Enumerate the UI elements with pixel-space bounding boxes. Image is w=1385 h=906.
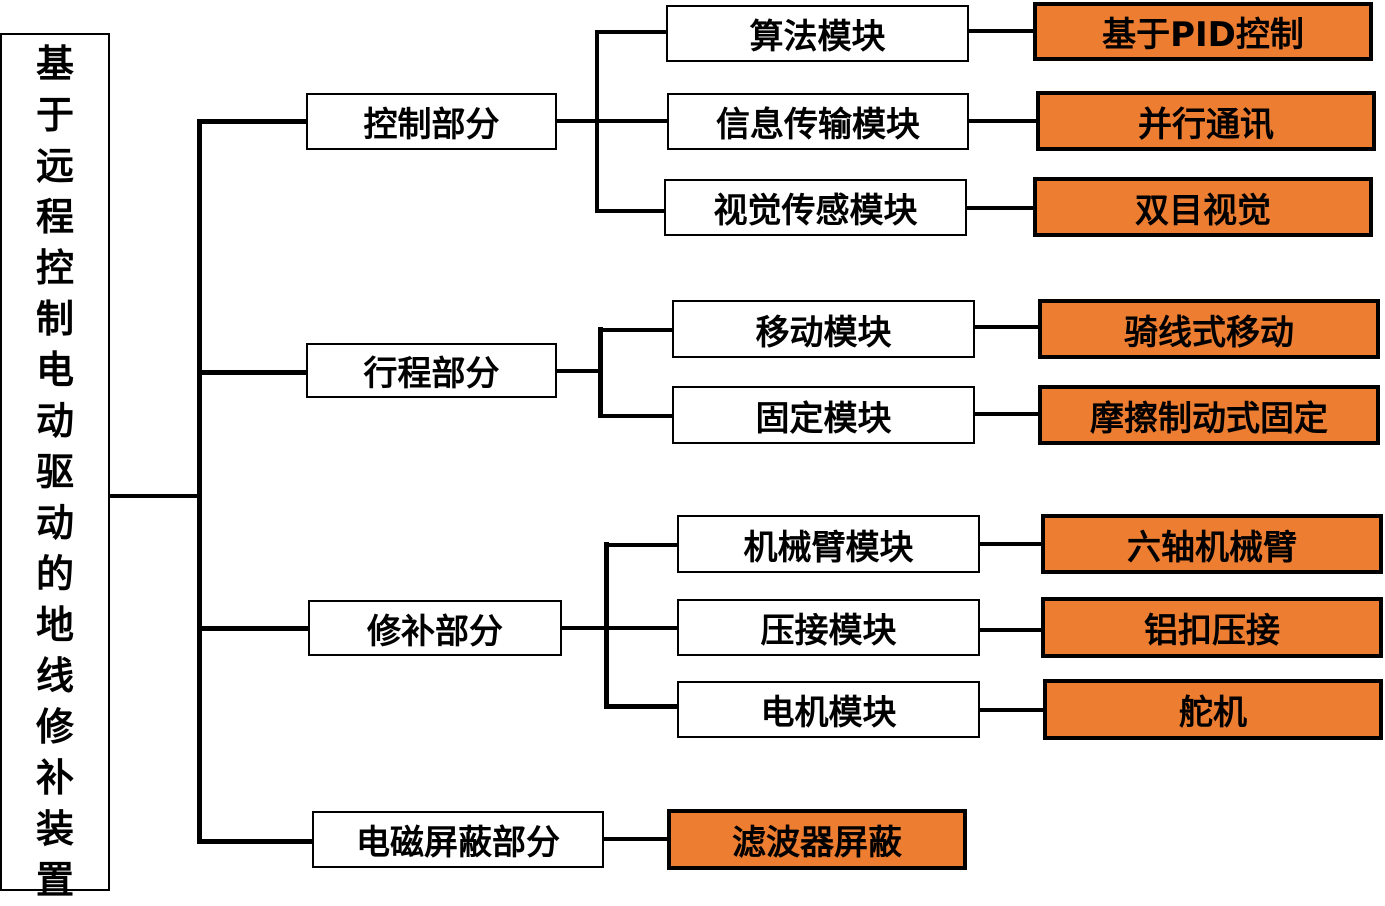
connector-line	[197, 839, 313, 844]
connector-line	[980, 628, 1044, 632]
root-label-char: 置	[35, 858, 74, 902]
root-label-char: 动	[35, 501, 74, 545]
connector-line	[598, 414, 673, 418]
connector-line	[975, 412, 1041, 416]
connector-line	[557, 119, 667, 123]
connector-line	[980, 542, 1044, 546]
connector-line	[604, 542, 609, 708]
root-label-char: 地	[35, 603, 74, 647]
root-label-char: 线	[35, 654, 74, 698]
part-em-shield: 电磁屏蔽部分	[312, 811, 604, 868]
root-label-char: 的	[35, 552, 74, 596]
module-movement: 移动模块	[672, 300, 975, 358]
connector-line	[604, 837, 670, 841]
module-info-transfer: 信息传输模块	[667, 93, 969, 150]
connector-line	[110, 494, 200, 498]
impl-six-axis-arm: 六轴机械臂	[1041, 514, 1383, 574]
part-repair: 修补部分	[308, 600, 562, 656]
part-travel: 行程部分	[306, 343, 557, 398]
module-visual-sensor: 视觉传感模块	[664, 179, 967, 236]
impl-aluminum-crimp: 铝扣压接	[1041, 597, 1383, 658]
connector-line	[197, 370, 307, 375]
root-label-char: 补	[35, 756, 74, 800]
connector-line	[598, 328, 673, 332]
impl-line-riding-movement: 骑线式移动	[1038, 299, 1380, 359]
root-label-char: 基	[35, 42, 74, 86]
impl-filter-shielding: 滤波器屏蔽	[667, 809, 967, 870]
root-label-char: 动	[35, 399, 74, 443]
module-algorithm: 算法模块	[666, 5, 969, 62]
connector-line	[595, 30, 599, 213]
connector-line	[967, 206, 1036, 210]
module-robot-arm: 机械臂模块	[677, 515, 980, 573]
impl-servo: 舵机	[1043, 679, 1383, 740]
impl-parallel-comm: 并行通讯	[1036, 91, 1376, 151]
connector-line	[557, 369, 602, 373]
connector-line	[197, 119, 202, 844]
root-label-char: 修	[35, 705, 74, 749]
module-motor: 电机模块	[677, 681, 980, 738]
root-label-char: 装	[35, 807, 74, 851]
connector-line	[595, 209, 665, 213]
connector-line	[980, 708, 1046, 712]
connector-line	[562, 626, 678, 630]
module-fixing: 固定模块	[672, 386, 975, 444]
root-label-char: 控	[35, 246, 74, 290]
connector-line	[969, 29, 1036, 33]
root-label-char: 制	[35, 297, 74, 341]
connector-line	[598, 327, 603, 417]
impl-friction-brake-fixing: 摩擦制动式固定	[1038, 385, 1380, 445]
impl-binocular-vision: 双目视觉	[1033, 177, 1373, 237]
connector-line	[975, 325, 1041, 329]
connector-line	[197, 626, 309, 631]
part-control: 控制部分	[306, 93, 557, 150]
impl-pid-control: 基于PID控制	[1033, 2, 1373, 61]
connector-line	[969, 119, 1038, 123]
root-label-char: 驱	[35, 450, 74, 494]
root-label-char: 远	[35, 144, 74, 188]
root-label-char: 程	[35, 195, 74, 239]
connector-line	[595, 30, 667, 34]
module-crimping: 压接模块	[677, 599, 980, 656]
connector-line	[604, 704, 678, 709]
root-label-char: 电	[35, 348, 74, 392]
connector-line	[197, 119, 307, 124]
root-label-char: 于	[35, 93, 74, 137]
connector-line	[604, 543, 678, 547]
root-node: 基于远程控制电动驱动的地线修补装置	[0, 33, 110, 902]
